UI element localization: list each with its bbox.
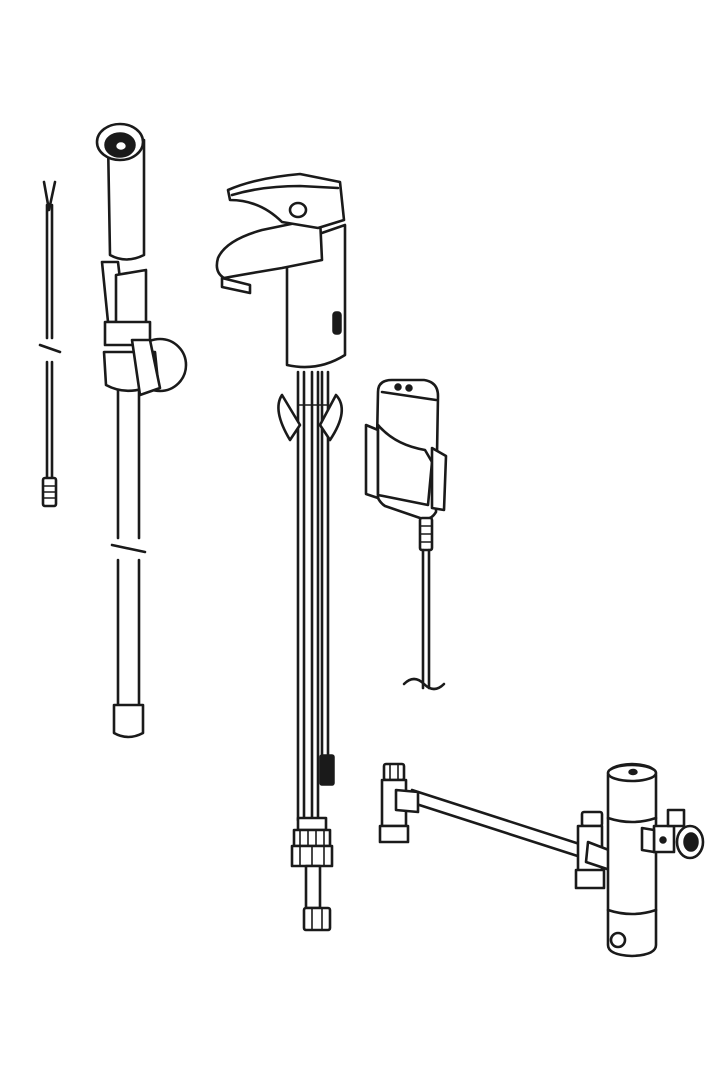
hose-icon: [277, 370, 344, 932]
sensor-cable-icon: [38, 180, 62, 508]
control-box-icon: [364, 378, 448, 691]
faucet-icon: [215, 172, 347, 369]
valve-icon: [378, 762, 705, 958]
hand-shower-icon: [95, 122, 188, 739]
